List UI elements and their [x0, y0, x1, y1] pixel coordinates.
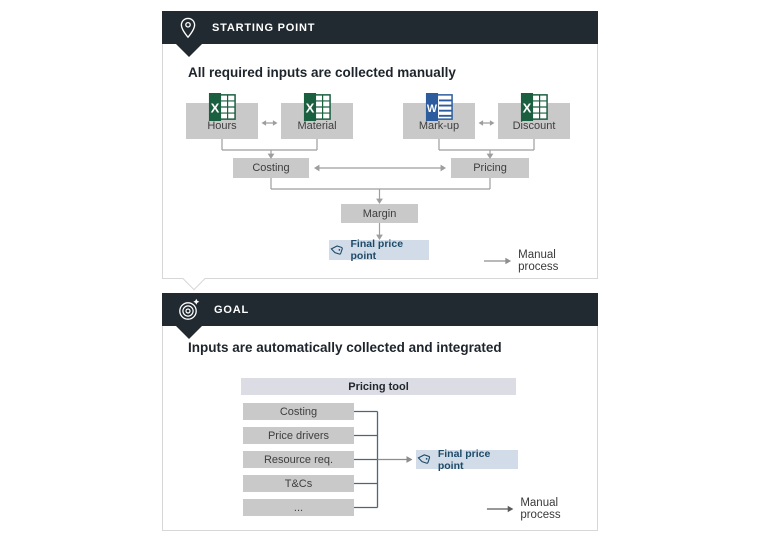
legend-label: Manual process — [520, 497, 561, 521]
word-icon: W — [425, 93, 453, 121]
costing-box: Costing — [233, 158, 309, 178]
integrated-flow-connectors — [354, 410, 413, 509]
right-arrow-icon — [483, 257, 512, 265]
stack-box-price-drivers: Price drivers — [243, 427, 354, 444]
goal-header: GOAL — [162, 293, 598, 326]
stack-box-tcs: T&Cs — [243, 475, 354, 492]
starting-point-heading: All required inputs are collected manual… — [188, 65, 456, 80]
target-icon — [179, 298, 200, 320]
excel-icon: X — [303, 93, 331, 121]
input-box-markup: Mark-up — [403, 103, 475, 139]
final-price-label: Final price point — [350, 238, 404, 262]
pricing-box: Pricing — [451, 158, 529, 178]
stack-box-costing: Costing — [243, 403, 354, 420]
final-price-label: Final price point — [437, 447, 491, 472]
svg-text:W: W — [427, 103, 438, 115]
manual-flow-connectors — [221, 120, 535, 240]
excel-icon: X — [208, 93, 236, 121]
price-tag-icon — [330, 244, 343, 255]
pricing-tool-bar: Pricing tool — [241, 378, 516, 395]
right-arrow-icon — [486, 505, 514, 513]
svg-text:X: X — [306, 101, 315, 116]
svg-text:X: X — [523, 101, 532, 116]
header-notch — [176, 326, 202, 339]
header-notch — [176, 44, 202, 57]
margin-box: Margin — [341, 204, 418, 223]
stack-box-more: ... — [243, 499, 354, 516]
goal-panel: GOAL Inputs are automatically collected … — [162, 293, 598, 531]
input-box-label: Hours — [207, 120, 237, 132]
final-price-point-box: Final price point — [329, 238, 429, 262]
input-box-label: Discount — [512, 120, 556, 132]
manual-process-legend: Manual process — [486, 497, 597, 521]
input-box-discount: Discount — [498, 103, 570, 139]
input-box-label: Mark-up — [418, 120, 460, 132]
excel-icon: X — [520, 93, 548, 121]
final-price-point-box: Final price point — [416, 447, 518, 472]
stack-box-resource-req: Resource req. — [243, 451, 354, 468]
location-pin-icon — [180, 17, 196, 38]
starting-point-panel: STARTING POINT All required inputs are c… — [162, 11, 598, 291]
manual-process-legend: Manual process — [483, 249, 597, 273]
svg-text:X: X — [211, 101, 220, 116]
goal-heading: Inputs are automatically collected and i… — [188, 340, 502, 355]
starting-point-header: STARTING POINT — [162, 11, 598, 44]
starting-point-title: STARTING POINT — [212, 21, 316, 34]
goal-title: GOAL — [214, 303, 249, 316]
input-box-label: Material — [297, 120, 337, 132]
legend-label: Manual process — [518, 249, 559, 273]
price-tag-icon — [417, 454, 431, 464]
